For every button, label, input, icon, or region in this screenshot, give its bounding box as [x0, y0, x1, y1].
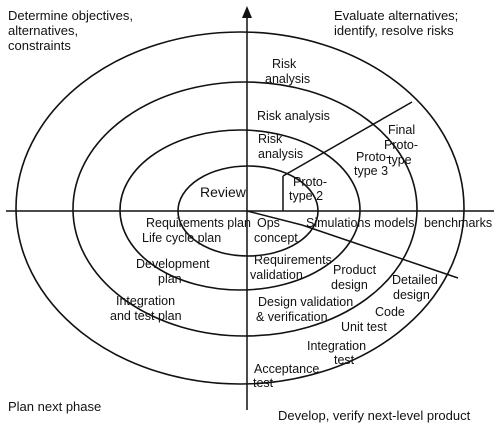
quadrant-top-right: Evaluate alternatives; identify, resolve… [334, 8, 462, 38]
detailed-design-label: Detailed design [392, 273, 441, 302]
integration-test-label: Integration test [307, 339, 370, 367]
phase-text-line: Development [136, 257, 210, 271]
phase-text-line: Integration [116, 294, 175, 308]
phase-text-line: Requirements [254, 253, 332, 267]
quadrant-text-line: Determine objectives, [8, 8, 133, 23]
review-label: Review [200, 184, 247, 200]
unit-test-label: Unit test [341, 320, 387, 334]
phase-text-line: Proto- [384, 138, 418, 152]
phase-text-line: Ops [257, 216, 280, 230]
development-plan-label: Development plan [136, 257, 213, 286]
quadrant-bottom-right: Develop, verify next-level product [278, 408, 471, 423]
phase-text-line: test [334, 353, 355, 367]
ops-concept-label: Ops concept [254, 216, 298, 245]
acceptance-test-label: Acceptance test [253, 362, 323, 390]
phase-text-line: analysis [258, 147, 303, 161]
spiral-turn-third [72, 81, 418, 337]
quadrant-text-line: constraints [8, 38, 71, 53]
simulations-label: Simulations models [306, 216, 414, 230]
phase-text-line: and test plan [110, 309, 182, 323]
axis-arrowhead [242, 6, 252, 18]
phase-text-line: Risk analysis [257, 109, 330, 123]
spiral-turn-inner [177, 165, 319, 257]
phase-text-line: test [253, 376, 274, 390]
phase-text-line: benchmarks [424, 216, 492, 230]
phase-text-line: analysis [265, 72, 310, 86]
phase-text-line: Requirements plan [146, 216, 251, 230]
quadrant-text-line: Evaluate alternatives; [334, 8, 458, 23]
quadrant-text-line: identify, resolve risks [334, 23, 454, 38]
prototype-3-label: Proto- type 3 [354, 150, 394, 178]
benchmarks-label: benchmarks [424, 216, 492, 230]
phase-text-line: Design validation [258, 295, 353, 309]
phase-text-line: Final [388, 123, 415, 137]
risk-analysis-middle: Risk analysis [257, 109, 330, 123]
phase-text-line: Proto- [293, 175, 327, 189]
phase-text-line: & verification [256, 310, 328, 324]
phase-text-line: Acceptance [254, 362, 319, 376]
phase-text-line: Product [333, 263, 377, 277]
requirements-validation-label: Requirements validation [250, 253, 335, 282]
phase-text-line: concept [254, 231, 298, 245]
product-design-label: Product design [331, 263, 380, 292]
quadrant-text-line: alternatives, [8, 23, 78, 38]
phase-text-line: plan [158, 272, 182, 286]
prototype-divider-2 [282, 101, 413, 177]
final-prototype-label: Final Proto- type [384, 123, 422, 167]
phase-text-line: type [388, 153, 412, 167]
phase-text-line: type 2 [289, 189, 323, 203]
development-divider-1 [246, 210, 303, 226]
quadrant-top-left: Determine objectives, alternatives, cons… [8, 8, 137, 53]
phase-text-line: design [331, 278, 368, 292]
integration-plan-label: Integration and test plan [110, 294, 182, 323]
spiral-turn-outer [15, 31, 465, 385]
phase-text-line: Risk [258, 132, 283, 146]
development-divider-2 [301, 224, 459, 279]
quadrant-text-line: Develop, verify next-level product [278, 408, 471, 423]
quadrant-text-line: Plan next phase [8, 399, 101, 414]
phase-text-line: design [393, 288, 430, 302]
prototype-2-label: Proto- type 2 [289, 175, 331, 203]
phase-text-line: validation [250, 268, 303, 282]
phase-text-line: Life cycle plan [142, 231, 221, 245]
phase-text-line: Simulations models [306, 216, 414, 230]
phase-text-line: Unit test [341, 320, 387, 334]
quadrant-bottom-left: Plan next phase [8, 399, 101, 414]
phase-text-line: Integration [307, 339, 366, 353]
phase-text-line: Proto- [356, 150, 390, 164]
risk-analysis-inner: Risk analysis [258, 132, 303, 161]
phase-text-line: Code [375, 305, 405, 319]
phase-text-line: Risk [272, 57, 297, 71]
requirements-plan-label: Requirements plan Life cycle plan [142, 216, 254, 245]
spiral-turn-second [119, 129, 361, 291]
code-label: Code [375, 305, 405, 319]
phase-text-line: type 3 [354, 164, 388, 178]
risk-analysis-outer: Risk analysis [265, 57, 310, 86]
phase-text-line: Detailed [392, 273, 438, 287]
design-validation-label: Design validation & verification [256, 295, 357, 324]
